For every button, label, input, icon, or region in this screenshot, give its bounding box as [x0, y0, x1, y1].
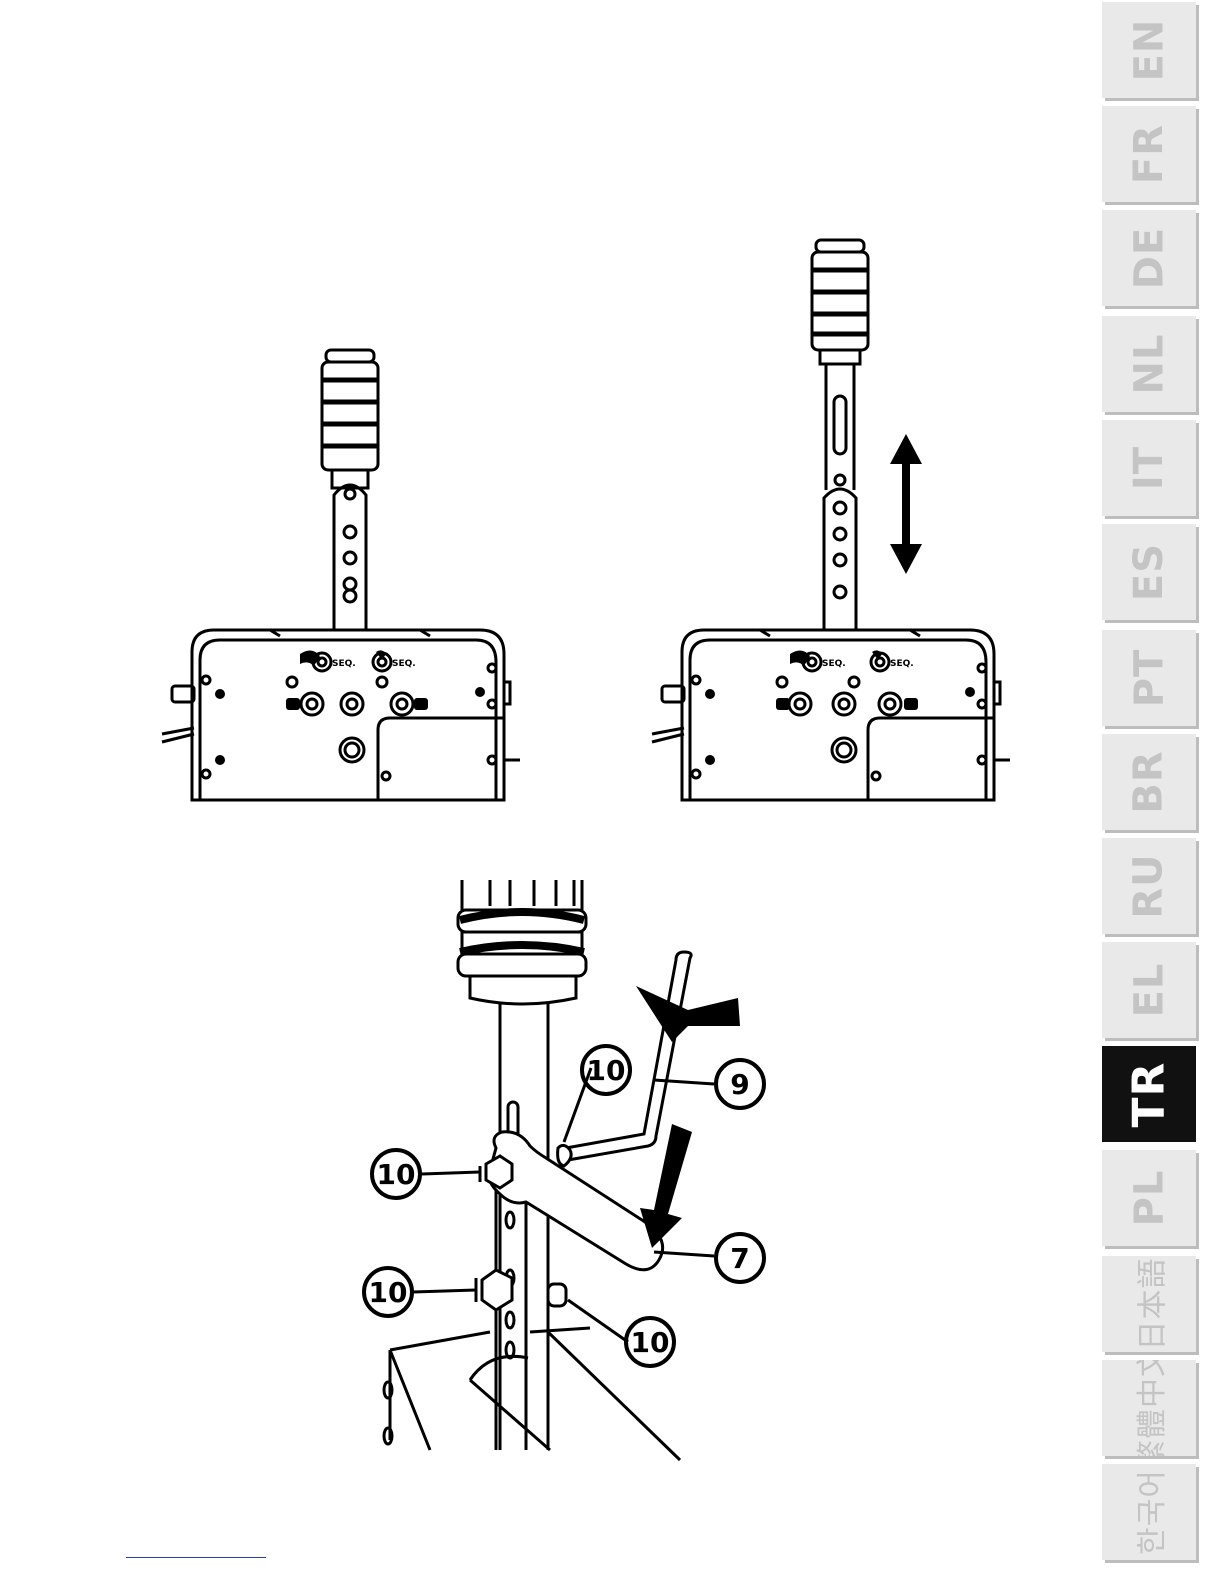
lang-tab-label: FR: [1126, 124, 1172, 184]
callout-number: 10: [631, 1326, 670, 1359]
lang-tab-label: TR: [1124, 1061, 1175, 1127]
shifter-raised-illustration: SEQ. SEQ.: [640, 230, 1020, 810]
lang-tab-label: DE: [1126, 227, 1172, 290]
lang-tab-it[interactable]: IT: [1102, 420, 1196, 516]
lang-tab-br[interactable]: BR: [1102, 734, 1196, 830]
footer-rule: [126, 1557, 266, 1558]
push-arrow-icon: [636, 986, 740, 1042]
callout-number: 9: [730, 1068, 749, 1101]
seq-label: SEQ.: [392, 659, 416, 669]
lang-tab-label: EN: [1126, 19, 1172, 82]
lang-tab-label: BR: [1126, 750, 1172, 813]
callout-number: 10: [587, 1054, 626, 1087]
lang-tab-label: RU: [1126, 853, 1172, 918]
lang-tab-label: PT: [1126, 649, 1172, 708]
shifter-lowered-illustration: SEQ. SEQ.: [150, 330, 530, 810]
wrench-detail-illustration: 10 9 10 7 10 10: [350, 880, 830, 1470]
callout-number: 10: [369, 1276, 408, 1309]
lang-tab-label: EL: [1126, 963, 1172, 1018]
lang-tab-fr[interactable]: FR: [1102, 106, 1196, 202]
lang-tab-en[interactable]: EN: [1102, 2, 1196, 98]
lang-tab-label: 日本語: [1127, 1258, 1171, 1351]
lang-tab-label: PL: [1126, 1170, 1172, 1227]
lang-tab-el[interactable]: EL: [1102, 942, 1196, 1038]
lang-tab-label: ES: [1126, 543, 1172, 601]
lang-tab-pl[interactable]: PL: [1102, 1150, 1196, 1246]
seq-label: SEQ.: [332, 659, 356, 669]
lang-tab-label: IT: [1126, 446, 1172, 490]
callout-number: 10: [377, 1158, 416, 1191]
lang-tab-zh[interactable]: 繁體中文: [1102, 1360, 1196, 1456]
lang-tab-label: 한국어: [1127, 1469, 1171, 1555]
lang-tab-ko[interactable]: 한국어: [1102, 1464, 1196, 1560]
lang-tab-label: 繁體中文: [1127, 1360, 1171, 1456]
seq-label: SEQ.: [822, 659, 846, 669]
language-tab-bar: EN FR DE NL IT ES PT BR RU EL TR PL 日本語 …: [1102, 0, 1224, 1584]
callout-number: 7: [730, 1242, 749, 1275]
lang-tab-ru[interactable]: RU: [1102, 838, 1196, 934]
lang-tab-pt[interactable]: PT: [1102, 630, 1196, 726]
lang-tab-label: NL: [1126, 334, 1172, 395]
lang-tab-tr[interactable]: TR: [1102, 1046, 1196, 1142]
lang-tab-ja[interactable]: 日本語: [1102, 1256, 1196, 1352]
lang-tab-de[interactable]: DE: [1102, 210, 1196, 306]
lang-tab-nl[interactable]: NL: [1102, 316, 1196, 412]
double-arrow-icon: [890, 434, 922, 574]
seq-label: SEQ.: [890, 659, 914, 669]
lang-tab-es[interactable]: ES: [1102, 524, 1196, 620]
